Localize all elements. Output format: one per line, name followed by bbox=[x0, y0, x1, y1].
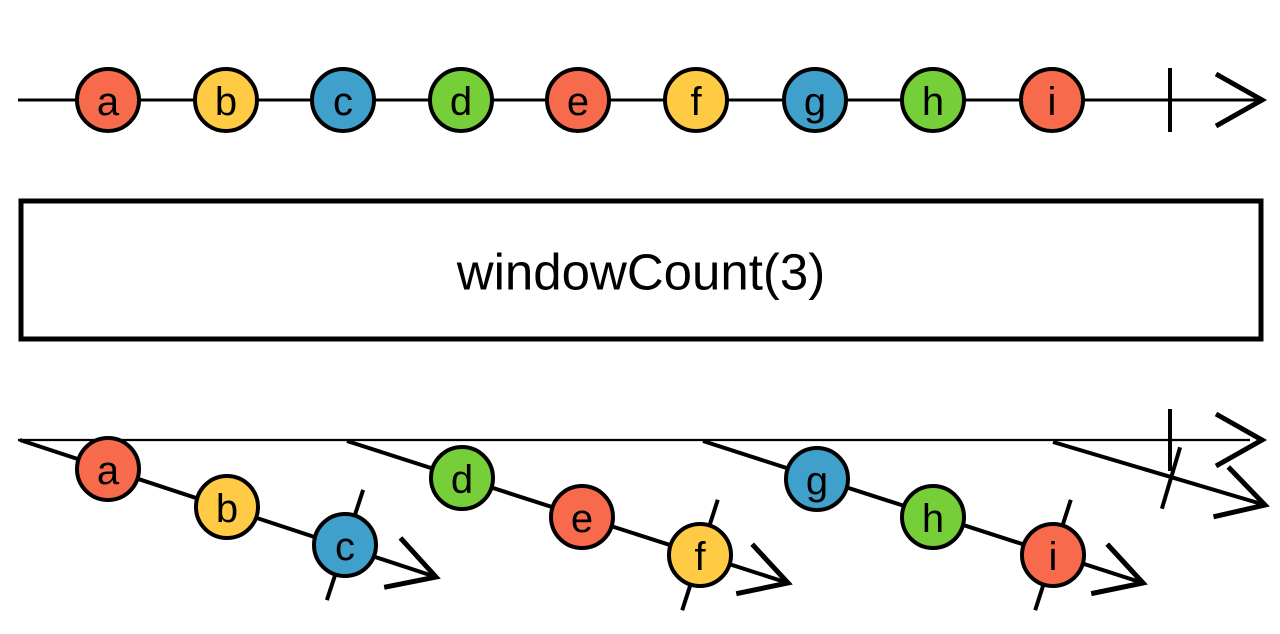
source-marble-f: f bbox=[663, 67, 729, 133]
window-2-marble-d: d bbox=[429, 445, 495, 511]
source-marble-a-label: a bbox=[97, 80, 120, 124]
window-1-marble-a: a bbox=[75, 436, 141, 502]
operator-box-rect bbox=[18, 198, 1264, 342]
source-marble-h-circle bbox=[900, 67, 966, 133]
output-arrowhead-icon bbox=[1214, 411, 1268, 469]
window-3-marble-h-label: h bbox=[922, 497, 944, 541]
window-3-marble-i-label: i bbox=[1049, 535, 1058, 579]
window-2-marble-e: e bbox=[549, 484, 615, 550]
window-3-marble-i: i bbox=[1020, 522, 1086, 588]
window-1-marble-b: b bbox=[194, 474, 260, 540]
operator-box: windowCount(3) bbox=[18, 198, 1264, 342]
source-marble-b: b bbox=[193, 67, 259, 133]
window-3: g h i bbox=[702, 439, 1148, 611]
window-1-arrowhead-icon bbox=[383, 536, 441, 590]
output-timeline: a b c d e f g h i bbox=[18, 409, 1270, 611]
source-marble-d: d bbox=[428, 67, 494, 133]
window-1-marble-b-circle bbox=[194, 474, 260, 540]
source-marble-d-circle bbox=[428, 67, 494, 133]
window-4-arrowhead-icon bbox=[1212, 465, 1270, 520]
source-marble-b-circle bbox=[193, 67, 259, 133]
window-2-marble-f: f bbox=[667, 522, 733, 588]
source-marble-e: e bbox=[545, 67, 611, 133]
window-2-marble-e-circle bbox=[549, 484, 615, 550]
source-marble-g-label: g bbox=[804, 80, 826, 124]
window-1-marble-a-circle bbox=[75, 436, 141, 502]
window-2-marble-e-label: e bbox=[571, 497, 593, 541]
window-1-marble-c-circle bbox=[312, 512, 378, 578]
window-4 bbox=[1052, 440, 1270, 520]
window-2-marble-d-label: d bbox=[451, 458, 473, 502]
source-arrowhead-icon bbox=[1214, 71, 1268, 129]
source-marble-h: h bbox=[900, 67, 966, 133]
source-marble-i-circle bbox=[1019, 67, 1085, 133]
window-2-marble-d-circle bbox=[429, 445, 495, 511]
window-1: a b c bbox=[19, 436, 441, 601]
source-marble-g: g bbox=[782, 67, 848, 133]
source-marble-a: a bbox=[75, 67, 141, 133]
source-marble-c-circle bbox=[310, 67, 376, 133]
source-marble-i-label: i bbox=[1048, 80, 1057, 124]
source-marble-i: i bbox=[1019, 67, 1085, 133]
window-2-marble-f-label: f bbox=[694, 535, 706, 579]
window-3-arrowhead-icon bbox=[1090, 542, 1148, 597]
source-marble-d-label: d bbox=[450, 80, 472, 124]
source-timeline: a b c d e f g h i bbox=[18, 67, 1268, 133]
source-marble-f-circle bbox=[663, 67, 729, 133]
window-2: d e f bbox=[346, 439, 793, 611]
source-marble-a-circle bbox=[75, 67, 141, 133]
source-marble-f-label: f bbox=[690, 80, 702, 124]
source-marble-g-circle bbox=[782, 67, 848, 133]
window-3-marble-g-label: g bbox=[806, 459, 828, 503]
window-3-marble-g: g bbox=[784, 446, 850, 512]
window-2-arrowhead-icon bbox=[735, 542, 793, 597]
source-marble-e-label: e bbox=[567, 80, 589, 124]
window-3-marble-h-circle bbox=[900, 484, 966, 550]
window-1-marble-a-label: a bbox=[97, 449, 120, 493]
window-1-marble-c: c bbox=[312, 512, 378, 578]
window-1-marble-b-label: b bbox=[216, 487, 238, 531]
source-marble-h-label: h bbox=[922, 80, 944, 124]
window-3-marble-g-circle bbox=[784, 446, 850, 512]
window-3-marble-i-circle bbox=[1020, 522, 1086, 588]
source-marble-e-circle bbox=[545, 67, 611, 133]
window-4-line bbox=[1052, 440, 1266, 507]
window-3-marble-h: h bbox=[900, 484, 966, 550]
source-marble-b-label: b bbox=[215, 80, 237, 124]
source-marble-c-label: c bbox=[333, 80, 353, 124]
window-4-complete-tick bbox=[1159, 446, 1183, 510]
source-marble-c: c bbox=[310, 67, 376, 133]
operator-label: windowCount(3) bbox=[456, 244, 826, 301]
window-2-marble-f-circle bbox=[667, 522, 733, 588]
window-1-marble-c-label: c bbox=[335, 525, 355, 569]
